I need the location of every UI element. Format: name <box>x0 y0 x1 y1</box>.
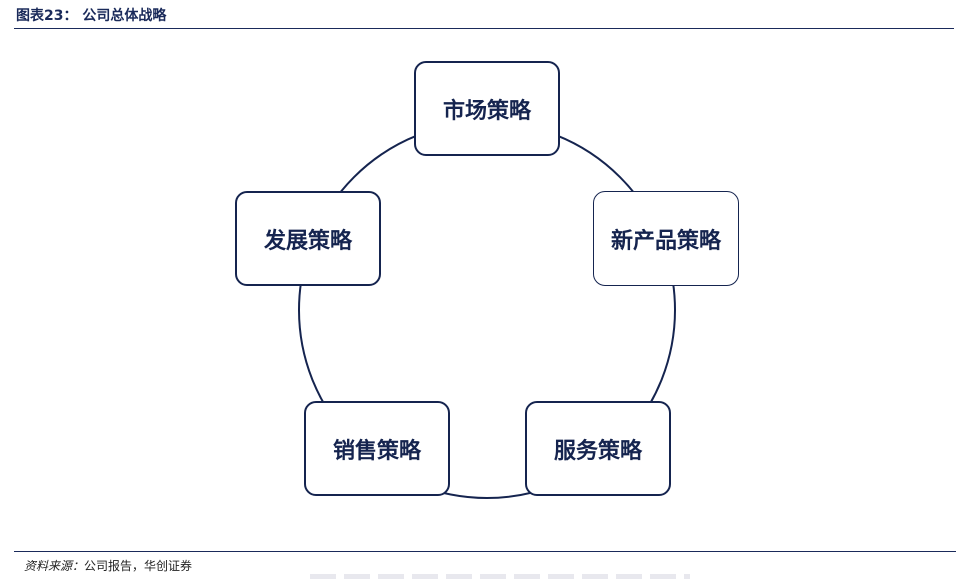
node-sales-strategy-label: 销售策略 <box>332 438 421 464</box>
source-label: 资料来源： <box>24 559 85 573</box>
node-development-strategy: 发展策略 <box>235 191 381 286</box>
source-text: 公司报告，华创证券 <box>84 559 193 573</box>
bottom-divider <box>14 551 956 552</box>
faded-footer-text <box>310 574 690 579</box>
node-new-product-strategy-label: 新产品策略 <box>610 228 721 254</box>
source-note: 资料来源：公司报告，华创证券 <box>24 557 192 574</box>
figure-title: 图表23： 公司总体战略 <box>16 8 167 24</box>
node-market-strategy: 市场策略 <box>414 61 560 156</box>
node-sales-strategy: 销售策略 <box>304 401 450 496</box>
node-development-strategy-label: 发展策略 <box>263 228 352 254</box>
node-service-strategy-label: 服务策略 <box>553 438 642 464</box>
node-service-strategy: 服务策略 <box>525 401 671 496</box>
top-divider <box>14 28 954 29</box>
node-new-product-strategy: 新产品策略 <box>593 191 739 286</box>
node-market-strategy-label: 市场策略 <box>442 98 531 124</box>
